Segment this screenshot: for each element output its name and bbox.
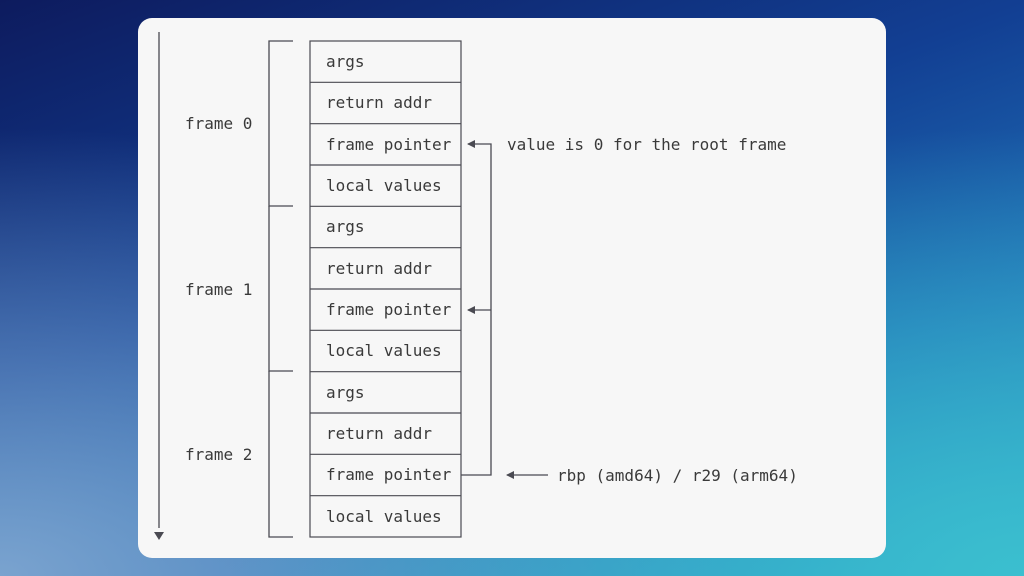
frame-0-frame-pointer-cell: frame pointer xyxy=(326,135,452,154)
frame-1-bracket xyxy=(268,206,293,372)
frame-0-args-cell: args xyxy=(326,52,365,71)
frame-0-label: frame 0 xyxy=(185,114,253,133)
stack-direction-arrowhead xyxy=(154,532,164,540)
frame-1-return-addr-cell: return addr xyxy=(326,259,432,278)
frame-2-return-addr-cell: return addr xyxy=(326,424,432,443)
frame-2-frame-pointer-cell: frame pointer xyxy=(326,465,452,484)
frame-2-bracket xyxy=(268,371,293,538)
frame-1-label: frame 1 xyxy=(185,280,253,299)
frame-1-frame-pointer-cell: frame pointer xyxy=(326,300,452,319)
frame-2-label: frame 2 xyxy=(185,445,253,464)
frame-0-bracket xyxy=(268,40,293,207)
stack-diagram-lines xyxy=(154,32,548,540)
frame-1-local-values-cell: local values xyxy=(326,341,442,360)
frame-2-args-cell: args xyxy=(326,383,365,402)
diagram-card: frame 0 frame 1 frame 2 args return addr… xyxy=(138,18,886,558)
frame-1-args-cell: args xyxy=(326,217,365,236)
frame-0-local-values-cell: local values xyxy=(326,176,442,195)
frame-0-return-addr-cell: return addr xyxy=(326,93,432,112)
frame-2-local-values-cell: local values xyxy=(326,507,442,526)
root-frame-note: value is 0 for the root frame xyxy=(507,135,787,154)
register-note: rbp (amd64) / r29 (arm64) xyxy=(557,466,798,485)
stack-cells-grid xyxy=(309,40,462,538)
